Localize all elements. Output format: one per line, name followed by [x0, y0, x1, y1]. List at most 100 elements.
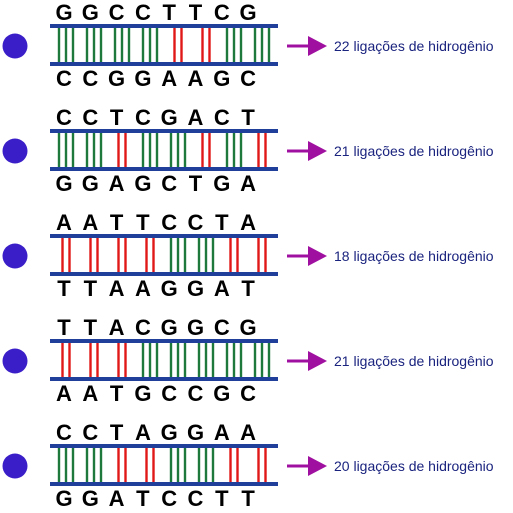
arrow-head — [308, 141, 327, 161]
bond-count-label: 22 ligações de hidrogênio — [334, 38, 494, 54]
bottom-backbone — [50, 62, 278, 66]
bottom-base: A — [109, 276, 125, 301]
arrow-head — [308, 246, 327, 266]
bottom-base: A — [56, 381, 72, 406]
top-base: G — [187, 315, 204, 340]
top-base: A — [240, 420, 256, 445]
bond-count-label: 21 ligações de hidrogênio — [334, 143, 494, 159]
bottom-base: T — [241, 276, 255, 301]
top-base: G — [161, 420, 178, 445]
top-base: C — [135, 105, 151, 130]
bottom-base: A — [214, 276, 230, 301]
top-base: A — [109, 315, 125, 340]
top-base: A — [56, 210, 72, 235]
top-base: C — [135, 0, 151, 25]
bottom-base: C — [82, 66, 98, 91]
top-base: C — [56, 105, 72, 130]
badge-circle — [2, 33, 28, 59]
bottom-base: G — [82, 486, 99, 511]
bottom-base: T — [84, 276, 98, 301]
top-base: T — [57, 315, 71, 340]
top-base: A — [240, 210, 256, 235]
top-base: T — [136, 210, 150, 235]
badge-circle — [2, 453, 28, 479]
bottom-base: G — [213, 66, 230, 91]
bottom-base: T — [57, 276, 71, 301]
bond-count-label: 18 ligações de hidrogênio — [334, 248, 494, 264]
bottom-base: C — [161, 381, 177, 406]
top-base: G — [187, 420, 204, 445]
top-backbone — [50, 129, 278, 133]
bottom-base: G — [134, 66, 151, 91]
bottom-base: G — [161, 276, 178, 301]
bottom-base: A — [161, 66, 177, 91]
bottom-base: T — [241, 486, 255, 511]
top-backbone — [50, 339, 278, 343]
bottom-base: C — [240, 66, 256, 91]
bottom-base: A — [188, 66, 204, 91]
top-base: T — [110, 105, 124, 130]
bottom-backbone — [50, 377, 278, 381]
badge-circle — [2, 348, 28, 374]
bottom-base: A — [240, 171, 256, 196]
bottom-base: G — [213, 381, 230, 406]
bottom-base: T — [189, 171, 203, 196]
top-base: T — [241, 105, 255, 130]
top-base: C — [214, 105, 230, 130]
top-base: T — [162, 0, 176, 25]
top-base: T — [110, 420, 124, 445]
top-backbone — [50, 234, 278, 238]
top-base: C — [82, 105, 98, 130]
bottom-base: G — [82, 171, 99, 196]
arrow-head — [308, 351, 327, 371]
top-base: C — [135, 315, 151, 340]
bottom-base: C — [161, 486, 177, 511]
arrow-head — [308, 456, 327, 476]
top-base: G — [55, 0, 72, 25]
top-base: G — [240, 0, 257, 25]
bottom-base: C — [240, 381, 256, 406]
arrow-head — [308, 36, 327, 56]
top-base: G — [82, 0, 99, 25]
bottom-base: C — [188, 381, 204, 406]
top-base: T — [84, 315, 98, 340]
bottom-base: G — [55, 486, 72, 511]
top-backbone — [50, 24, 278, 28]
bottom-base: T — [215, 486, 229, 511]
badge-circle — [2, 138, 28, 164]
top-base: G — [240, 315, 257, 340]
bottom-base: G — [108, 66, 125, 91]
bottom-base: G — [55, 171, 72, 196]
bottom-base: C — [161, 171, 177, 196]
bottom-base: G — [134, 381, 151, 406]
bottom-base: A — [135, 276, 151, 301]
top-base: C — [188, 210, 204, 235]
top-base: G — [161, 105, 178, 130]
bottom-backbone — [50, 482, 278, 486]
top-base: T — [189, 0, 203, 25]
top-base: A — [188, 105, 204, 130]
top-base: C — [161, 210, 177, 235]
badge-circle — [2, 243, 28, 269]
bottom-base: G — [213, 171, 230, 196]
bottom-base: C — [56, 66, 72, 91]
top-backbone — [50, 444, 278, 448]
bottom-base: T — [110, 381, 124, 406]
bottom-base: A — [82, 381, 98, 406]
bottom-base: T — [136, 486, 150, 511]
bond-count-label: 20 ligações de hidrogênio — [334, 458, 494, 474]
bottom-base: A — [109, 171, 125, 196]
bottom-base: G — [134, 171, 151, 196]
bottom-base: A — [109, 486, 125, 511]
top-base: A — [214, 420, 230, 445]
top-base: C — [109, 0, 125, 25]
bottom-base: C — [188, 486, 204, 511]
bond-count-label: 21 ligações de hidrogênio — [334, 353, 494, 369]
top-base: C — [82, 420, 98, 445]
bottom-base: G — [187, 276, 204, 301]
